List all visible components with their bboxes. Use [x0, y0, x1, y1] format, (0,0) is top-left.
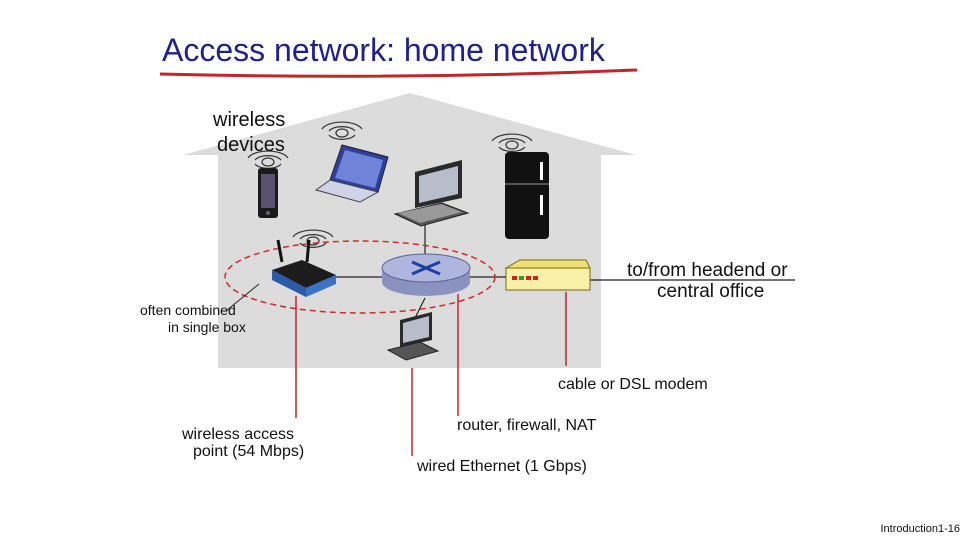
router-icon — [381, 253, 471, 296]
access-point-label-line1: wireless access — [182, 426, 295, 443]
wireless-waves-icon — [247, 121, 533, 248]
fridge-icon — [505, 152, 549, 239]
modem-label: cable or DSL modem — [558, 376, 708, 393]
desktop-icon — [393, 160, 470, 227]
ethernet-label: wired Ethernet (1 Gbps) — [417, 458, 587, 475]
wireless-router-icon — [272, 239, 336, 297]
laptop-icon — [314, 144, 389, 203]
headend-label-line1: to/from headend or — [627, 260, 788, 281]
desktop-wired-icon — [386, 312, 440, 361]
callout-lines — [295, 292, 567, 456]
wireless-devices-label-line2: devices — [217, 134, 285, 156]
combined-label-line2: in single box — [168, 319, 246, 335]
combined-pointer — [225, 283, 260, 312]
page-title: Access network: home network — [162, 32, 605, 68]
wireless-devices-label-line1: wireless — [213, 109, 286, 131]
combined-box-ellipse — [224, 240, 496, 314]
slide-number: Introduction1-16 — [880, 523, 961, 535]
access-point-label-line2: point (54 Mbps) — [193, 443, 305, 460]
modem-icon — [504, 259, 591, 291]
router-label: router, firewall, NAT — [457, 417, 597, 434]
headend-label-line2: central office — [657, 281, 765, 302]
combined-label-line1: often combined — [140, 302, 236, 318]
phone-icon — [258, 168, 278, 218]
title-underline — [159, 68, 638, 78]
house-roof — [183, 93, 636, 155]
